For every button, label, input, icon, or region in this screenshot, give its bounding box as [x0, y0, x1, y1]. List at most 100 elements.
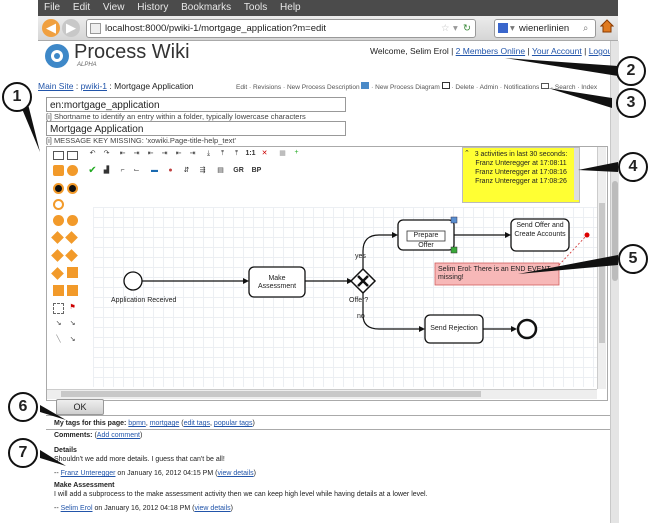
align-icon[interactable]: ⇤ — [119, 150, 126, 157]
title-field[interactable]: Mortgage Application — [46, 121, 346, 136]
redo-icon[interactable]: ↷ — [103, 150, 110, 157]
breadcrumb-wiki[interactable]: pwiki-1 — [80, 81, 108, 91]
connector-icon[interactable]: ⌙ — [133, 167, 140, 174]
end-event-icon[interactable] — [67, 183, 78, 194]
add-comment-link[interactable]: Add comment — [96, 432, 140, 439]
align-icon[interactable]: ⇥ — [189, 150, 196, 157]
text-annotation-icon[interactable] — [67, 285, 78, 296]
task-send-rejection-label[interactable]: Send Rejection — [430, 325, 478, 332]
association-icon[interactable]: ╲ — [56, 336, 61, 343]
menu-tools[interactable]: Tools — [243, 2, 268, 13]
gr-button[interactable]: GR — [233, 167, 244, 174]
action-search[interactable]: Search — [554, 84, 576, 91]
editor-vertical-scrollbar[interactable] — [597, 147, 606, 389]
message-flow-icon[interactable]: ↘ — [69, 320, 76, 327]
task-prepare-offer-label[interactable]: Prepare Offer — [413, 232, 439, 249]
message-icon[interactable]: ⇵ — [183, 167, 190, 174]
search-icon[interactable]: ⌕ — [583, 23, 589, 34]
home-icon[interactable] — [599, 19, 615, 33]
dropdown-icon[interactable]: ▾ — [453, 23, 458, 34]
action-delete[interactable]: Delete — [455, 84, 475, 91]
action-edit[interactable]: Edit — [236, 84, 248, 91]
diagram-canvas[interactable]: Application Received Make Assessment Off… — [93, 207, 597, 387]
reload-icon[interactable]: ↻ — [463, 23, 471, 34]
menu-bookmarks[interactable]: Bookmarks — [181, 2, 232, 13]
bookmark-star-icon[interactable]: ☆ — [441, 23, 450, 34]
task-shape-icon[interactable] — [53, 165, 64, 176]
end-event-icon[interactable] — [53, 183, 64, 194]
timer-event-icon[interactable] — [53, 215, 64, 226]
check-icon[interactable]: ✔ — [88, 165, 97, 176]
activity-scrollbar[interactable] — [574, 148, 579, 200]
layout-icon[interactable] — [53, 151, 64, 160]
search-bar[interactable]: ▾ wienerlinien ⌕ — [494, 19, 596, 38]
chart-icon[interactable]: ▟ — [103, 167, 110, 174]
document-icon[interactable] — [67, 267, 78, 278]
undo-icon[interactable]: ↶ — [89, 150, 96, 157]
align-icon[interactable]: ⇤ — [147, 150, 154, 157]
action-notifications[interactable]: Notifications — [503, 84, 540, 91]
tag-link[interactable]: mortgage — [149, 420, 180, 427]
editor-horizontal-scrollbar[interactable] — [47, 389, 597, 399]
association-icon[interactable]: ↘ — [69, 336, 76, 343]
delete-icon[interactable]: ✕ — [261, 150, 268, 157]
view-details-link[interactable]: view details — [217, 470, 254, 477]
tag-link[interactable]: bpmn — [128, 420, 146, 427]
grid-icon[interactable]: ▦ — [279, 150, 286, 157]
url-bar[interactable]: localhost:8000/pwiki-1/mortgage_applicat… — [86, 19, 476, 38]
zoom-fit-icon[interactable]: ⤒ — [234, 150, 239, 157]
align-icon[interactable]: ⇥ — [161, 150, 168, 157]
zoom-in-icon[interactable]: ⤒ — [220, 150, 225, 157]
align-icon[interactable]: ⇥ — [133, 150, 140, 157]
menu-file[interactable]: File — [44, 2, 61, 13]
flow-icon[interactable]: ⇶ — [199, 167, 206, 174]
zoom-out-icon[interactable]: ⤓ — [206, 150, 211, 157]
search-input[interactable]: wienerlinien — [519, 23, 570, 34]
comment-author-link[interactable]: Franz Unteregger — [60, 470, 116, 477]
error-icon[interactable]: ● — [168, 167, 173, 174]
group-icon[interactable] — [53, 303, 64, 314]
logout-link[interactable]: Logout — [588, 46, 615, 56]
members-online-link[interactable]: 2 Members Online — [455, 46, 526, 56]
scrollbar-thumb[interactable] — [61, 391, 481, 397]
connector-icon[interactable]: ⌐ — [120, 167, 125, 174]
table-icon[interactable]: ▤ — [217, 167, 224, 174]
event-shape-icon[interactable] — [67, 165, 78, 176]
message-event-icon[interactable] — [67, 215, 78, 226]
page-scrollbar[interactable] — [610, 41, 619, 523]
scrollbar-thumb[interactable] — [599, 203, 605, 343]
page-scrollbar-thumb[interactable] — [612, 181, 618, 281]
your-account-link[interactable]: Your Account — [531, 46, 582, 56]
menu-help[interactable]: Help — [280, 2, 301, 13]
popular-tags-link[interactable]: popular tags — [213, 420, 253, 427]
menu-history[interactable]: History — [137, 2, 169, 13]
search-engine-icon[interactable] — [498, 23, 508, 33]
forward-arrow-icon[interactable]: ▶ — [62, 19, 80, 37]
intermediate-event-icon[interactable] — [53, 199, 64, 210]
envelope-icon[interactable] — [53, 285, 64, 296]
align-icon[interactable]: ⇤ — [175, 150, 182, 157]
back-arrow-icon[interactable]: ◀ — [42, 19, 60, 37]
comment-author-link[interactable]: Selim Erol — [60, 505, 93, 512]
edit-tags-link[interactable]: edit tags — [183, 420, 211, 427]
menu-edit[interactable]: Edit — [72, 2, 91, 13]
task-send-offer-label[interactable]: Send Offer and Create Accounts — [514, 222, 566, 238]
bp-button[interactable]: BP — [251, 167, 262, 174]
action-admin[interactable]: Admin — [479, 84, 499, 91]
frame-icon[interactable] — [67, 151, 78, 160]
view-details-link[interactable]: view details — [194, 505, 231, 512]
task-make-assessment-label[interactable]: Make Assessment — [257, 275, 297, 290]
action-revisions[interactable]: Revisions — [252, 84, 282, 91]
flag-icon[interactable]: ⚑ — [69, 304, 76, 311]
collapse-icon[interactable]: ⌃ — [464, 150, 470, 157]
shortname-field[interactable]: en:mortgage_application — [46, 97, 346, 112]
sequence-flow-icon[interactable]: ↘ — [55, 320, 62, 327]
action-index[interactable]: Index — [581, 84, 598, 91]
ok-button[interactable]: OK — [56, 399, 104, 415]
action-new-diagram[interactable]: New Process Diagram — [375, 84, 440, 91]
comment-text[interactable]: Selim Erol: There is an END EVENT missin… — [438, 266, 551, 281]
zoom-reset-button[interactable]: 1:1 — [245, 150, 256, 157]
data-icon[interactable]: ▬ — [151, 167, 158, 174]
menu-view[interactable]: View — [102, 2, 125, 13]
breadcrumb-main-site[interactable]: Main Site — [38, 81, 74, 91]
